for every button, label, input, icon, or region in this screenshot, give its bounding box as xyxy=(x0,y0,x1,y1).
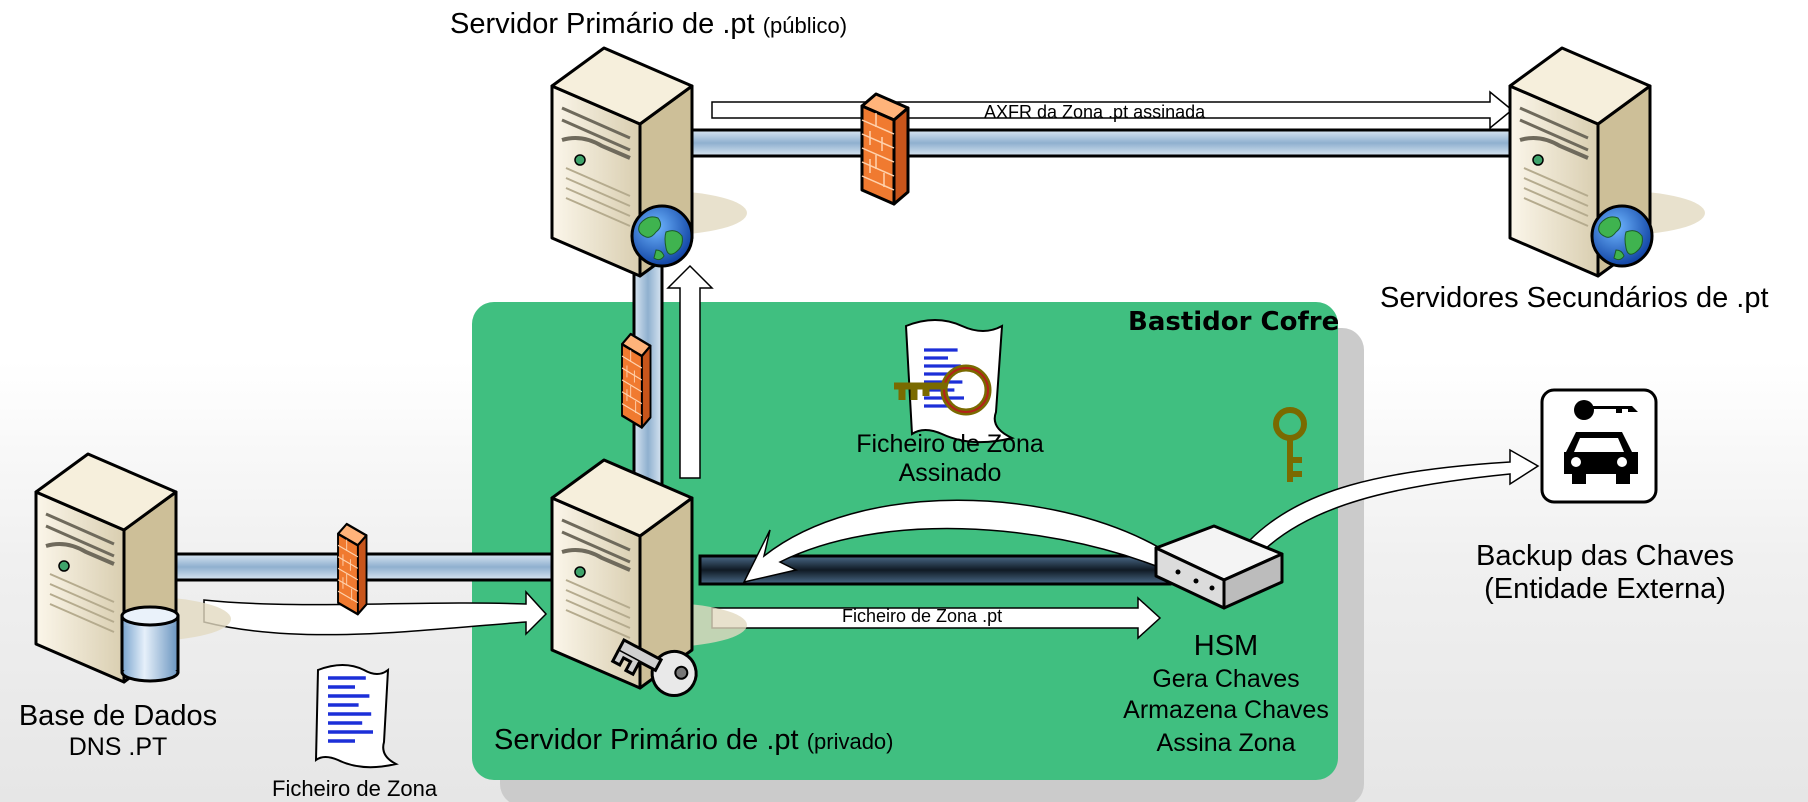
database-label-line2: DNS .PT xyxy=(68,733,168,762)
hsm-label-title: HSM xyxy=(1193,630,1259,662)
public-server-label-suffix: (público) xyxy=(762,13,848,38)
arrow-private-to-public xyxy=(666,264,714,479)
backup-car-icon xyxy=(1540,388,1658,504)
firewall-icon xyxy=(336,522,368,616)
arrow-zone-file-pt-label: Ficheiro de Zona .pt xyxy=(842,606,1003,626)
backup-label-line2: (Entidade Externa) xyxy=(1484,573,1726,606)
hsm-label-line2: Armazena Chaves xyxy=(1123,696,1329,725)
arrow-zone-file-pt xyxy=(711,596,1162,640)
key-icon xyxy=(1273,407,1307,482)
database-icon xyxy=(120,605,180,683)
hsm-device-icon xyxy=(1154,524,1284,610)
firewall-icon xyxy=(860,92,910,206)
hsm-label: HSM Gera Chaves Armazena Chaves Assina Z… xyxy=(1106,630,1346,758)
secondary-servers-label: Servidores Secundários de .pt xyxy=(1380,282,1769,314)
hsm-label-line3: Assina Zona xyxy=(1156,728,1296,757)
database-label-line1: Base de Dados xyxy=(18,700,218,732)
globe-icon xyxy=(1590,204,1654,268)
zone-file-label: Ficheiro de Zona xyxy=(272,776,438,801)
signed-zone-file-label: Ficheiro de Zona Assinado xyxy=(830,430,1070,488)
signed-document-icon xyxy=(894,319,1016,444)
arrow-axfr xyxy=(711,90,1514,130)
public-server-label: Servidor Primário de .pt (público) xyxy=(450,8,847,41)
globe-icon xyxy=(630,204,694,268)
private-server-label-suffix: (privado) xyxy=(806,729,894,754)
database-label: Base de Dados DNS .PT xyxy=(0,700,236,762)
public-server-label-main: Servidor Primário de .pt xyxy=(450,8,755,40)
vault-title: Bastidor Cofre xyxy=(1128,307,1340,337)
arrow-hsm-to-backup xyxy=(1248,448,1540,554)
arrow-axfr-label: AXFR da Zona .pt assinada xyxy=(984,102,1206,122)
backup-label-line1: Backup das Chaves xyxy=(1476,540,1734,572)
private-server-label: Servidor Primário de .pt (privado) xyxy=(494,724,894,757)
private-server-label-main: Servidor Primário de .pt xyxy=(494,724,799,756)
document-icon xyxy=(314,664,399,769)
arrow-db-to-private xyxy=(203,590,548,636)
hsm-label-line1: Gera Chaves xyxy=(1152,665,1300,694)
pipe-public-to-secondary xyxy=(688,128,1542,158)
signed-zone-file-label-line1: Ficheiro de Zona xyxy=(856,430,1044,458)
signed-zone-file-label-line2: Assinado xyxy=(898,458,1002,487)
firewall-icon xyxy=(620,332,652,429)
arrow-hsm-to-private xyxy=(742,499,1161,584)
backup-label: Backup das Chaves (Entidade Externa) xyxy=(1430,540,1780,607)
key-icon xyxy=(610,637,698,697)
